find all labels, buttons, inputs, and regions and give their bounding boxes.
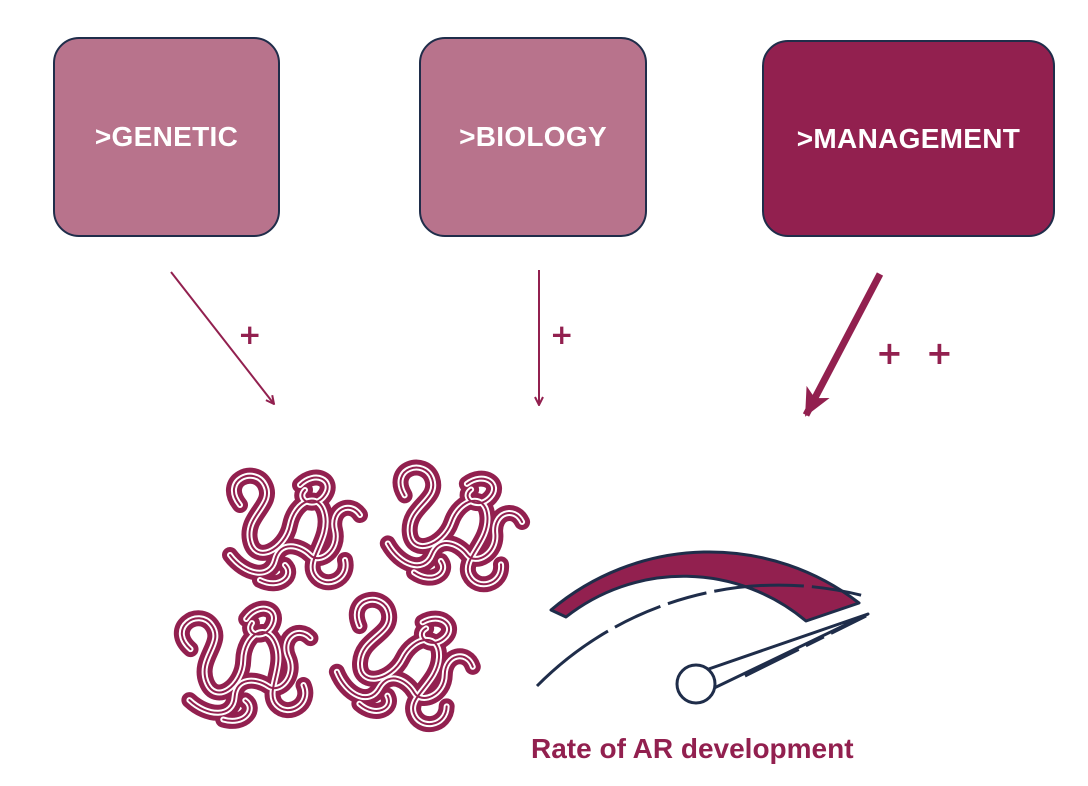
biology-box: >BIOLOGY	[419, 37, 647, 237]
management-effect-sign: + +	[876, 334, 959, 372]
speedometer-caption: Rate of AR development	[531, 733, 854, 764]
management-box: >MANAGEMENT	[762, 40, 1055, 237]
genetic-effect-sign: +	[238, 318, 262, 351]
worms-icon	[176, 465, 528, 733]
genetic-box: >GENETIC	[53, 37, 280, 237]
biology-label: >BIOLOGY	[459, 121, 607, 152]
genetic-label: >GENETIC	[94, 121, 239, 152]
management-label: >MANAGEMENT	[796, 122, 1021, 154]
speedometer-icon	[535, 550, 870, 705]
biology-effect-sign: +	[550, 318, 574, 351]
management-arrow-icon	[802, 272, 884, 417]
genetic-arrow-icon	[170, 271, 274, 404]
